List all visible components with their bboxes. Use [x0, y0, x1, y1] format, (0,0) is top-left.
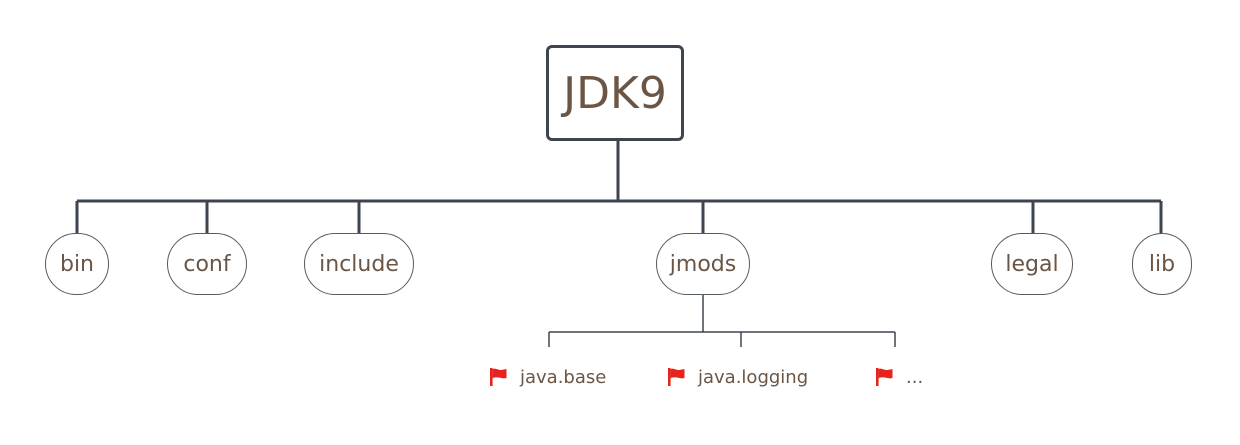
red-flag-icon: [876, 368, 893, 386]
leaf-java-base: java.base: [488, 366, 606, 388]
node-conf-label: conf: [183, 251, 231, 277]
leaf-ellipsis-label: ...: [906, 366, 924, 388]
node-legal: legal: [991, 233, 1073, 295]
leaf-ellipsis: ...: [874, 366, 923, 388]
root-node-label: JDK9: [563, 67, 667, 119]
node-legal-label: legal: [1005, 251, 1059, 277]
node-include-label: include: [319, 251, 399, 277]
red-flag-icon: [668, 368, 685, 386]
node-lib: lib: [1132, 233, 1192, 295]
red-flag-icon: [490, 368, 507, 386]
leaf-java-logging-label: java.logging: [698, 366, 809, 388]
root-node-jdk9: JDK9: [546, 45, 684, 141]
node-jmods-label: jmods: [669, 251, 737, 277]
leaf-java-base-label: java.base: [520, 366, 607, 388]
leaf-java-logging: java.logging: [666, 366, 808, 388]
node-bin: bin: [45, 233, 109, 295]
node-bin-label: bin: [59, 251, 95, 277]
node-lib-label: lib: [1148, 251, 1176, 277]
node-jmods: jmods: [656, 233, 750, 295]
node-conf: conf: [167, 233, 247, 295]
node-include: include: [304, 233, 414, 295]
